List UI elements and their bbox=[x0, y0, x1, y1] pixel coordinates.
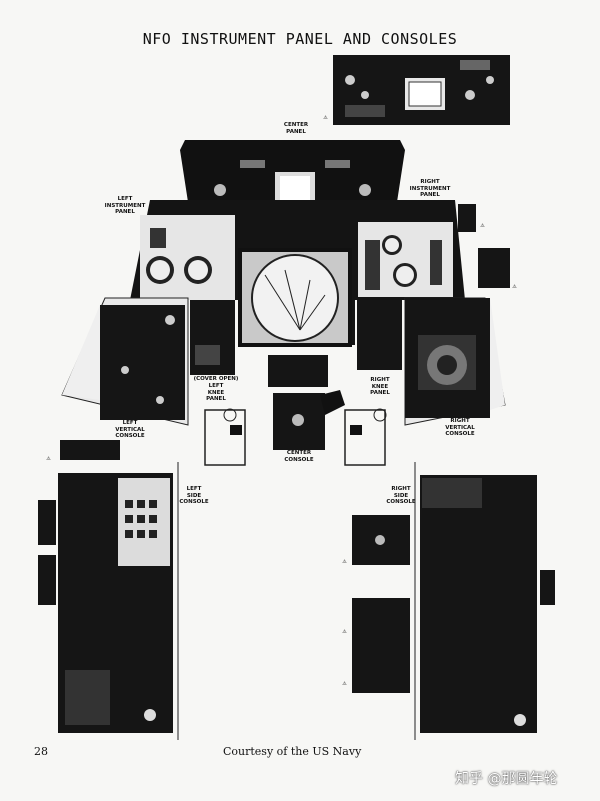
radar-scope bbox=[238, 248, 352, 347]
right-side-console-drawing bbox=[352, 475, 555, 733]
callout-marker: ⚠ bbox=[512, 284, 517, 290]
callout-marker: ⚠ bbox=[342, 559, 347, 565]
upper-detail-panel bbox=[333, 55, 510, 125]
label-cover-open: (COVER OPEN) bbox=[193, 376, 239, 382]
right-vertical-console-drawing bbox=[404, 297, 506, 426]
label-center-panel: CENTER PANEL bbox=[283, 122, 309, 135]
callout-marker: ⚠ bbox=[480, 223, 485, 229]
label-right-side-console: RIGHT SIDE CONSOLE bbox=[386, 486, 416, 505]
left-side-console-drawing bbox=[38, 473, 173, 733]
label-right-instrument-panel: RIGHT INSTRUMENT PANEL bbox=[409, 179, 451, 198]
left-seat-knob bbox=[204, 408, 246, 466]
right-knee-panel-drawing bbox=[357, 300, 402, 370]
center-console-drawing bbox=[268, 355, 345, 450]
label-center-console: CENTER CONSOLE bbox=[284, 450, 314, 463]
label-left-knee-panel: LEFT KNEE PANEL bbox=[206, 383, 226, 402]
small-detail-panel-1 bbox=[458, 204, 476, 232]
small-detail-panel-3 bbox=[60, 440, 120, 460]
watermark: 知乎 @那圆年轮 bbox=[455, 771, 558, 787]
small-detail-panel-2 bbox=[478, 248, 510, 288]
callout-marker: ⚠ bbox=[342, 681, 347, 687]
callout-marker: ⚠ bbox=[46, 456, 51, 462]
page-title: NFO INSTRUMENT PANEL AND CONSOLES bbox=[142, 30, 458, 48]
callout-marker: ⚠ bbox=[342, 629, 347, 635]
page-number: 28 bbox=[34, 745, 48, 758]
center-panel-drawing bbox=[180, 140, 405, 215]
label-right-vertical-console: RIGHT VERTICAL CONSOLE bbox=[445, 418, 475, 437]
callout-marker: ⚠ bbox=[323, 115, 328, 121]
label-left-vertical-console: LEFT VERTICAL CONSOLE bbox=[115, 420, 145, 439]
label-left-side-console: LEFT SIDE CONSOLE bbox=[179, 486, 209, 505]
label-left-instrument-panel: LEFT INSTRUMENT PANEL bbox=[104, 196, 146, 215]
label-right-knee-panel: RIGHT KNEE PANEL bbox=[370, 377, 390, 396]
left-vertical-console-drawing bbox=[61, 297, 189, 426]
right-seat-knob bbox=[344, 408, 387, 466]
credit-line: Courtesy of the US Navy bbox=[223, 745, 362, 758]
